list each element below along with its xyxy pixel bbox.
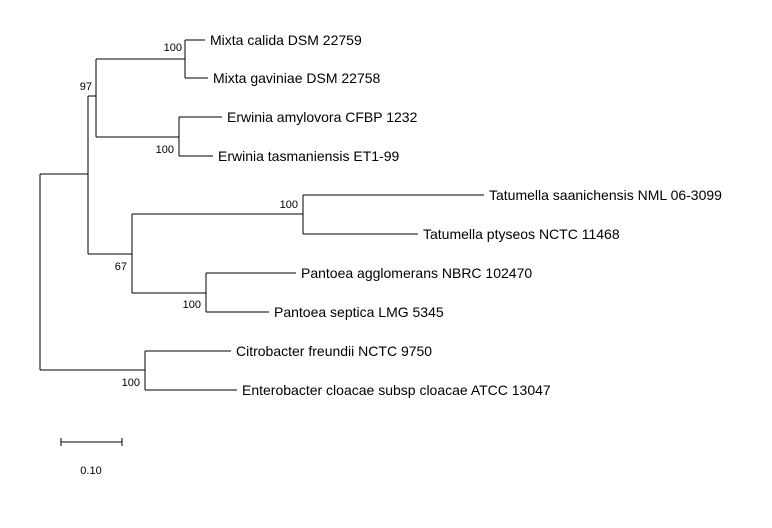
bootstrap-value: 100 (183, 299, 201, 311)
taxon-label: Citrobacter freundii NCTC 9750 (236, 343, 432, 359)
taxon-label: Enterobacter cloacae subsp cloacae ATCC … (242, 382, 551, 398)
taxon-label: Erwinia tasmaniensis ET1-99 (218, 148, 400, 164)
bootstrap-value: 100 (164, 42, 182, 54)
taxon-label: Mixta gaviniae DSM 22758 (213, 70, 381, 86)
scale-bar: 0.10 (60, 438, 123, 477)
taxon-label: Mixta calida DSM 22759 (210, 32, 362, 48)
taxon-label: Pantoea septica LMG 5345 (274, 304, 444, 320)
taxon-label: Erwinia amylovora CFBP 1232 (227, 109, 418, 125)
scale-bar-label: 0.10 (80, 465, 101, 477)
taxon-label: Tatumella ptyseos NCTC 11468 (423, 226, 620, 242)
bootstrap-value: 97 (80, 81, 92, 93)
bootstrap-value: 100 (122, 377, 140, 389)
taxon-label: Pantoea agglomerans NBRC 102470 (301, 265, 532, 281)
bootstrap-value: 67 (115, 261, 127, 273)
bootstrap-value: 100 (280, 199, 298, 211)
bootstrap-value: 100 (156, 144, 174, 156)
taxon-label: Tatumella saanichensis NML 06-3099 (489, 187, 722, 203)
